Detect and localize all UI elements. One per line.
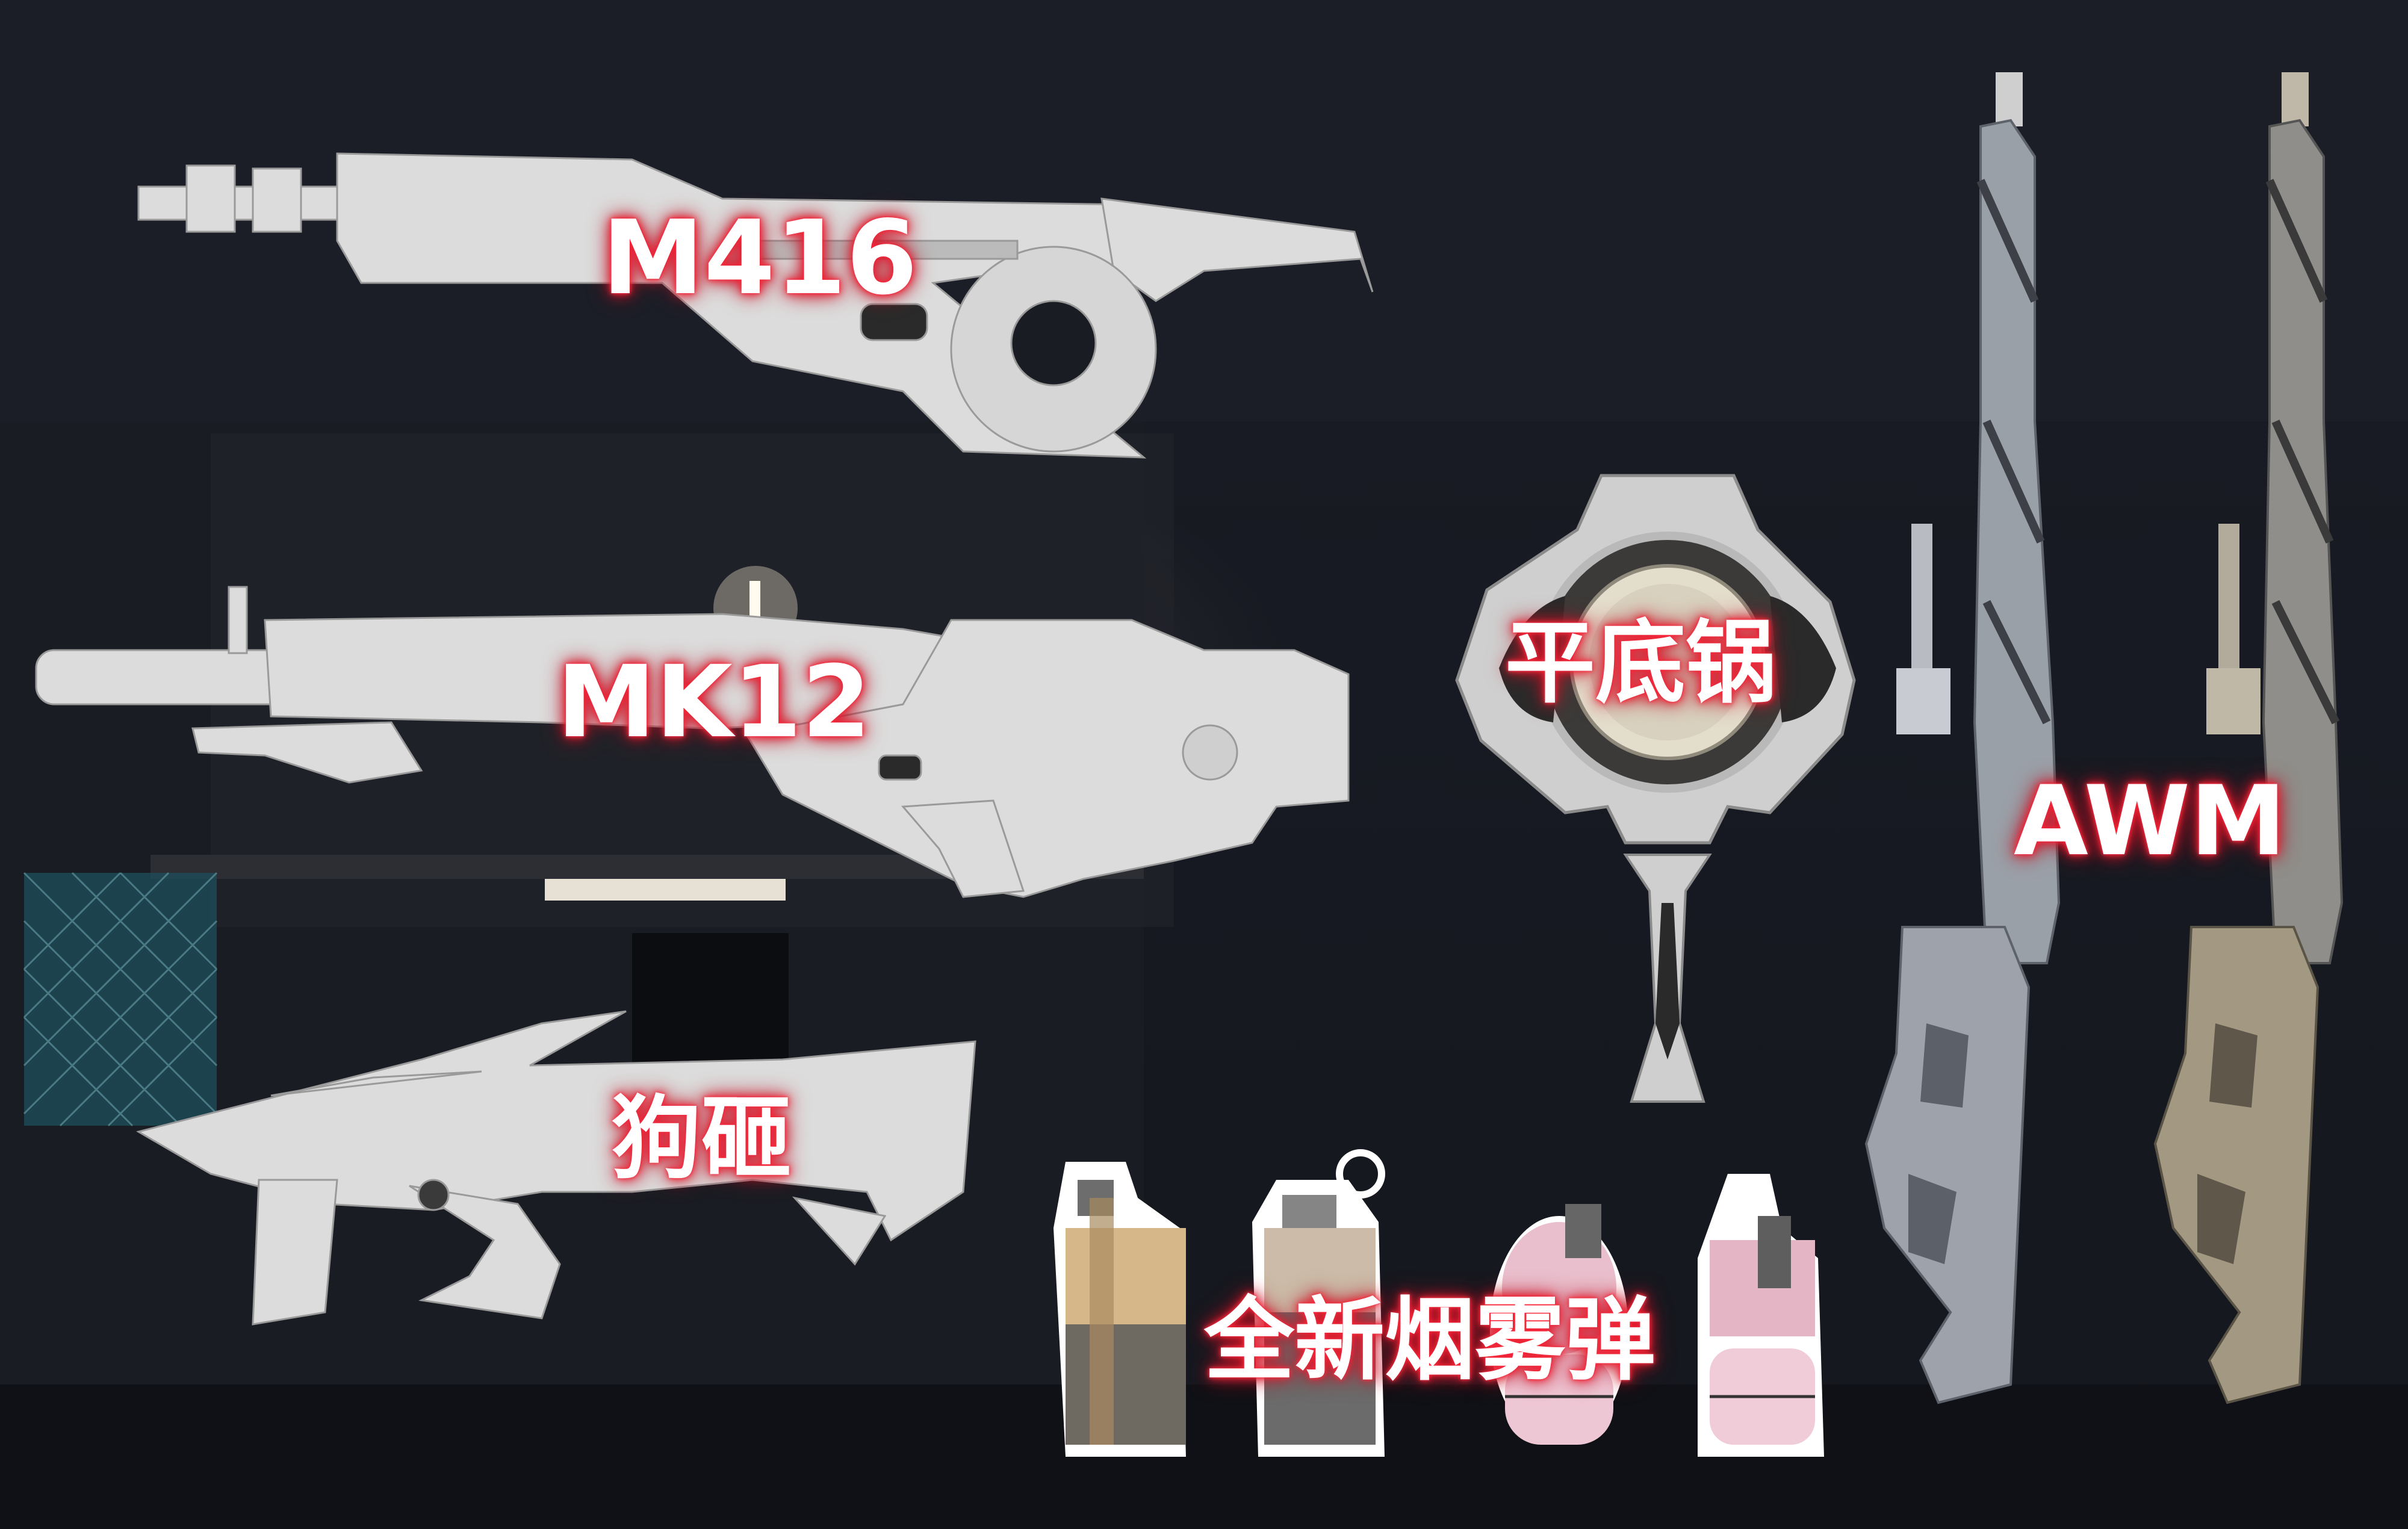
- awm-label: AWM: [2014, 764, 2286, 877]
- frying-pan-label: 平底锅: [1505, 611, 1777, 716]
- smoke-grenade-pink-tall-image: [1698, 1174, 1824, 1457]
- wall-sign: [545, 879, 786, 901]
- frying-pan-image: [1455, 474, 1856, 1103]
- gouza-rifle-image: [136, 1010, 976, 1326]
- smoke-grenade-pink-round-image: [1490, 1204, 1628, 1445]
- chain-link-window: [24, 873, 217, 1126]
- smoke-grenade-label: 全新烟雾弹: [1204, 1288, 1656, 1393]
- awm-rifle-tan-image: [2153, 72, 2344, 1404]
- mk12-label: MK12: [557, 644, 871, 760]
- smoke-grenade-tan-image: [1054, 1162, 1186, 1457]
- gouza-label: 狗砸: [611, 1087, 792, 1191]
- m416-rifle-image: [137, 152, 1374, 459]
- awm-rifle-gray-image: [1864, 72, 2061, 1404]
- smoke-grenade-gray-image: [1252, 1149, 1385, 1457]
- mk12-rifle-image: [35, 586, 1350, 898]
- m416-label: M416: [602, 199, 918, 318]
